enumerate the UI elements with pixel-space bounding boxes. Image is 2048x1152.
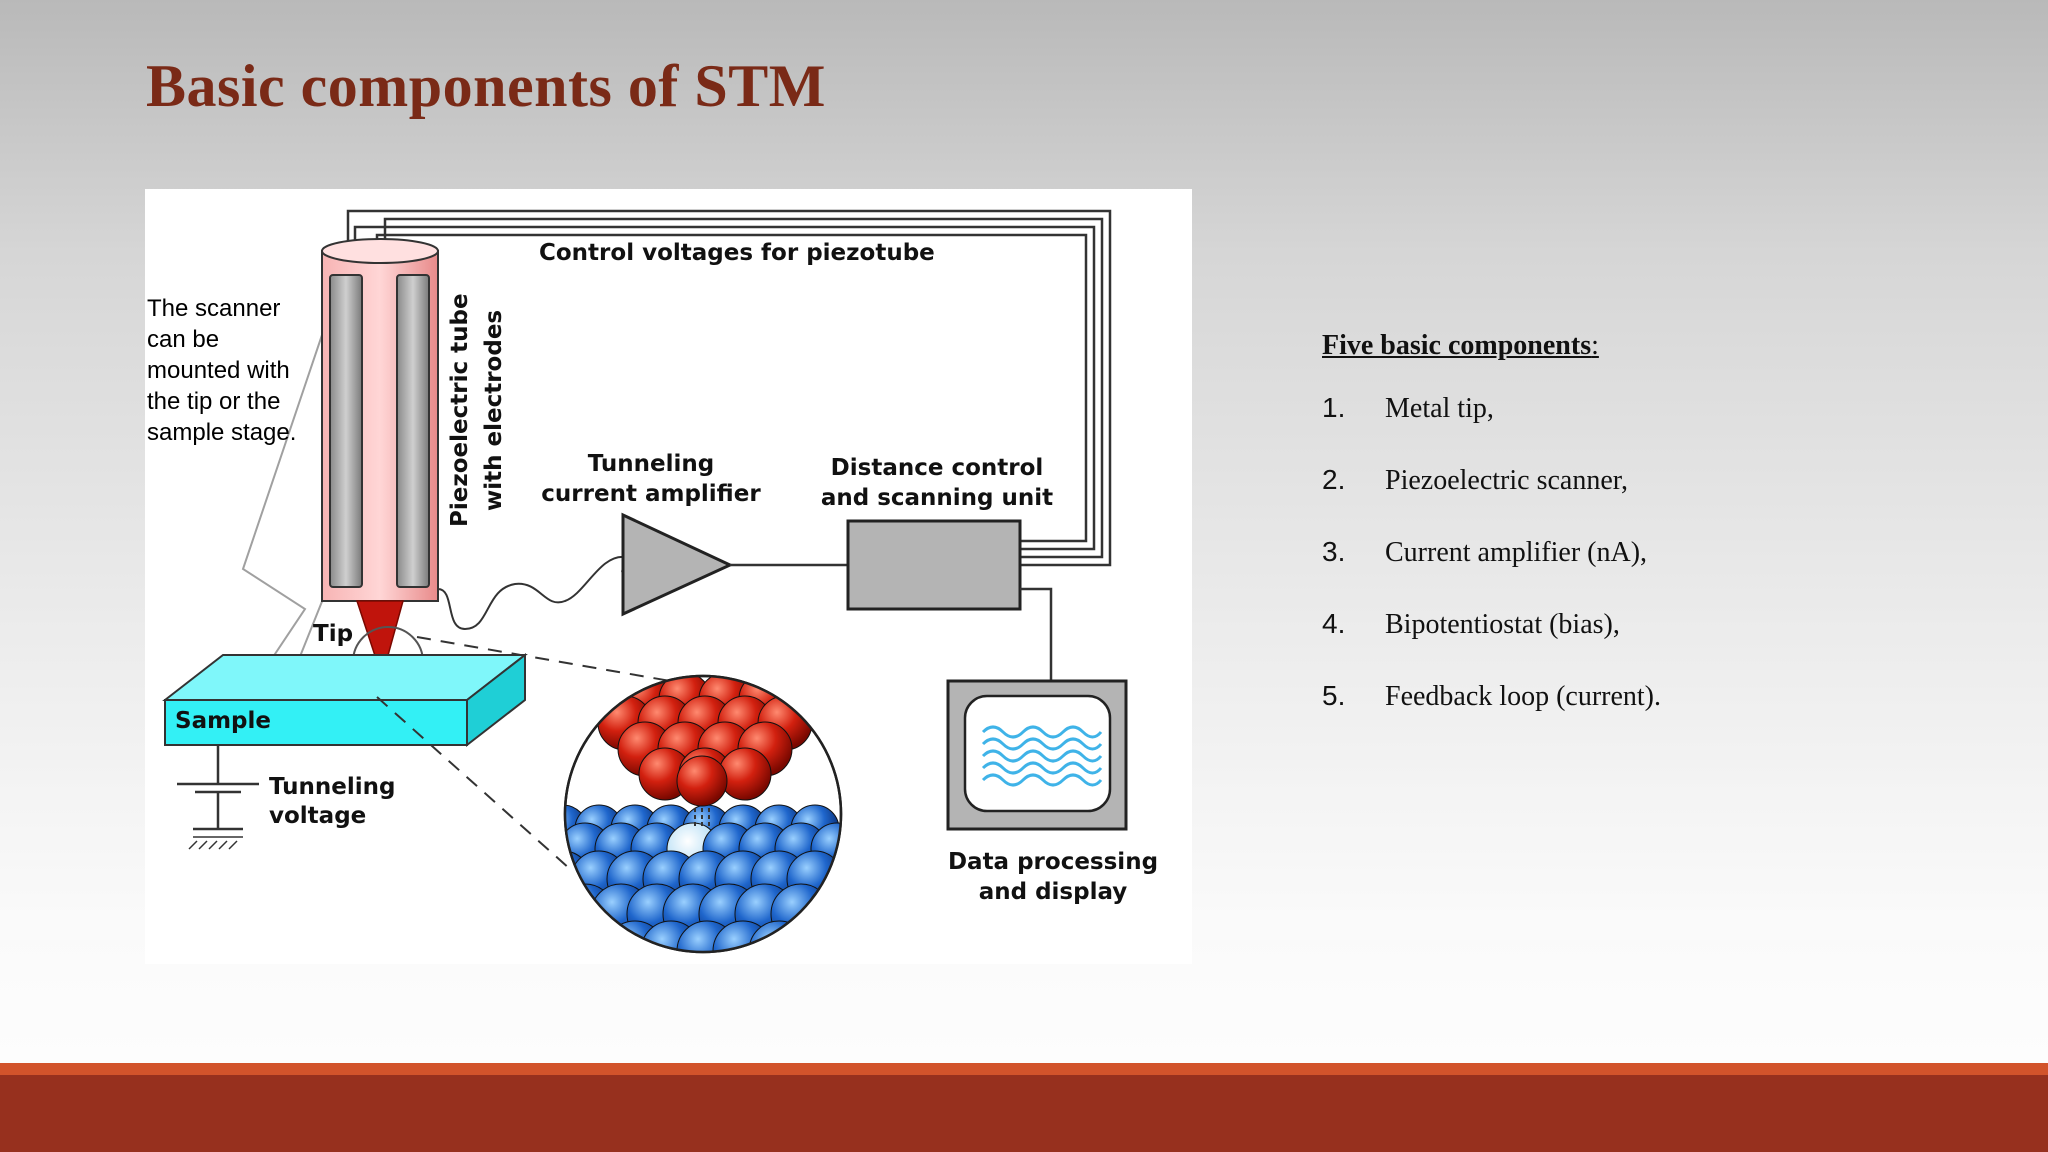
- list-item-text: Metal tip,: [1385, 393, 1494, 424]
- tunneling-voltage-label-1: Tunneling: [269, 774, 396, 800]
- list-item-number: 1.: [1322, 392, 1346, 423]
- sample-atom: [770, 883, 832, 945]
- slide-title: Basic components of STM: [146, 53, 826, 119]
- sample-atom: [568, 920, 630, 952]
- list-item-text: Bipotentiostat (bias),: [1385, 609, 1620, 640]
- distance-control-unit: [846, 519, 1022, 611]
- sample-atom: [565, 883, 580, 945]
- tip-label: Tip: [313, 621, 353, 647]
- list-item-text: Feedback loop (current).: [1385, 681, 1661, 712]
- control-voltages-label: Control voltages for piezotube: [539, 240, 935, 266]
- footer-accent-bar: [0, 1063, 2048, 1075]
- list-item-number: 5.: [1322, 680, 1346, 711]
- list-item-text: Current amplifier (nA),: [1385, 537, 1648, 568]
- list-item: 2. Piezoelectric scanner,: [1322, 464, 1962, 536]
- sample-block: [162, 652, 528, 748]
- current-amplifier-symbol: [621, 512, 734, 617]
- amplifier-label-2: current amplifier: [541, 481, 761, 507]
- distance-control-label-1: Distance control: [831, 455, 1044, 481]
- list-item: 5. Feedback loop (current).: [1322, 680, 1962, 752]
- list-item: 4. Bipotentiostat (bias),: [1322, 608, 1962, 680]
- list-item-number: 2.: [1322, 464, 1346, 495]
- metal-tip: [355, 600, 404, 680]
- tunneling-voltage-label-2: voltage: [269, 803, 366, 829]
- components-panel: Five basic components: 1. Metal tip, 2. Pi…: [1322, 330, 1962, 752]
- display-monitor: [946, 679, 1128, 831]
- stm-diagram-svg: Control voltages for piezotube Piezoelec…: [162, 209, 1158, 954]
- piezo-tube-label-1: Piezoelectric tube: [447, 293, 473, 527]
- sample-atom: [565, 920, 594, 952]
- piezo-tube: [321, 238, 439, 602]
- amplifier-label-1: Tunneling: [588, 451, 715, 477]
- components-heading-text: Five basic components: [1322, 330, 1592, 361]
- scanner-mount-note: The scanner can be mounted with the tip …: [147, 295, 297, 446]
- list-item-number: 3.: [1322, 536, 1346, 567]
- control-to-display-wire: [1020, 587, 1053, 681]
- list-item: 3. Current amplifier (nA),: [1322, 536, 1962, 608]
- display-label-2: and display: [979, 879, 1128, 905]
- components-heading: Five basic components:: [1322, 330, 1962, 362]
- list-item: 1. Metal tip,: [1322, 392, 1962, 464]
- list-item-number: 4.: [1322, 608, 1346, 639]
- components-list: 1. Metal tip, 2. Piezoelectric scanner, 3.…: [1322, 392, 1962, 752]
- zoom-lines: [376, 636, 706, 870]
- sample-atom: [784, 920, 841, 952]
- sample-label: Sample: [175, 708, 271, 734]
- distance-control-label-2: and scanning unit: [821, 485, 1053, 511]
- tunneling-voltage-symbol: [177, 745, 259, 850]
- list-item-text: Piezoelectric scanner,: [1385, 465, 1628, 496]
- display-label-1: Data processing: [948, 849, 1158, 875]
- magnified-atoms: [563, 674, 843, 954]
- current-wire: [437, 555, 629, 631]
- tip-atom: [676, 755, 728, 807]
- tip-atom: [718, 747, 772, 801]
- components-heading-colon: :: [1591, 330, 1599, 361]
- piezo-tube-label-2: with electrodes: [481, 310, 507, 511]
- footer-bar: [0, 1075, 2048, 1152]
- stm-diagram: Control voltages for piezotube Piezoelec…: [145, 189, 1192, 964]
